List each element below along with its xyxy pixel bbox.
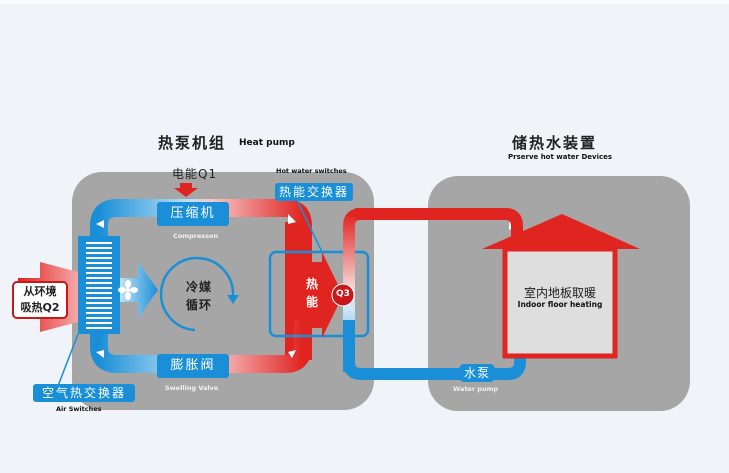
- compressor-label-en: Compresson: [173, 232, 219, 240]
- storage-title-en: Prserve hot water Devices: [508, 153, 613, 161]
- refrigerant-cycle-line2: 循环: [186, 298, 213, 312]
- air-exchanger-label: 空气热交换器: [33, 384, 135, 402]
- heat-energy-char1: 热: [306, 277, 319, 291]
- cycle-arrowhead: [227, 295, 239, 304]
- heat-energy-char2: 能: [306, 295, 319, 309]
- q3-badge: [331, 283, 355, 307]
- heat-energy-arrow: [303, 252, 343, 338]
- top-strip: [0, 0, 729, 4]
- house-roof: [482, 214, 640, 249]
- coil-fins: [86, 242, 112, 329]
- ambient-heat-label: 从环境 吸热Q2: [12, 281, 68, 319]
- hot-water-exchanger-label: 热能交换器: [275, 183, 353, 201]
- water-return-bottom-pipe: [343, 320, 526, 380]
- heat-pump-title: 热泵机组: [158, 134, 227, 152]
- house-body: [502, 246, 618, 359]
- q3-label: Q3: [336, 289, 350, 299]
- compressor-label: 压缩机: [157, 202, 229, 226]
- floor-heating-label-en: Indoor floor heating: [517, 300, 603, 309]
- floor-heating-label: 室内地板取暖: [523, 286, 596, 300]
- hot-water-exchanger-box: [268, 250, 370, 338]
- water-pump-label: 水泵: [459, 364, 495, 382]
- hot-water-exchanger-pointer: [296, 199, 323, 253]
- air-exchanger-label-en: Air Switches: [56, 405, 102, 413]
- hot-water-exchanger-label-en: Hot water switches: [276, 167, 347, 175]
- ambient-heat-line1: 从环境: [23, 285, 57, 298]
- air-exchanger-coil: [78, 236, 120, 334]
- ambient-heat-line2: 吸热Q2: [20, 301, 60, 314]
- refrigerant-cycle-line1: 冷媒: [186, 280, 213, 294]
- expansion-valve-label-en: Swelling Valve: [165, 384, 219, 392]
- heat-pump-title-en: Heat pump: [239, 138, 295, 148]
- fan-airflow-arrow: [120, 262, 158, 318]
- air-exchanger-pointer: [57, 333, 79, 387]
- expansion-valve-label: 膨胀阀: [157, 354, 229, 378]
- water-pump-label-en: Water pump: [453, 385, 499, 393]
- energy-input-label: 电能Q1: [172, 167, 218, 181]
- electric-input-arrow: [174, 183, 198, 197]
- fan-icon: [118, 280, 138, 300]
- storage-title: 储热水装置: [512, 134, 598, 152]
- water-supply-top-pipe: [355, 208, 523, 240]
- refrigerant-cycle-arrow: [159, 256, 235, 332]
